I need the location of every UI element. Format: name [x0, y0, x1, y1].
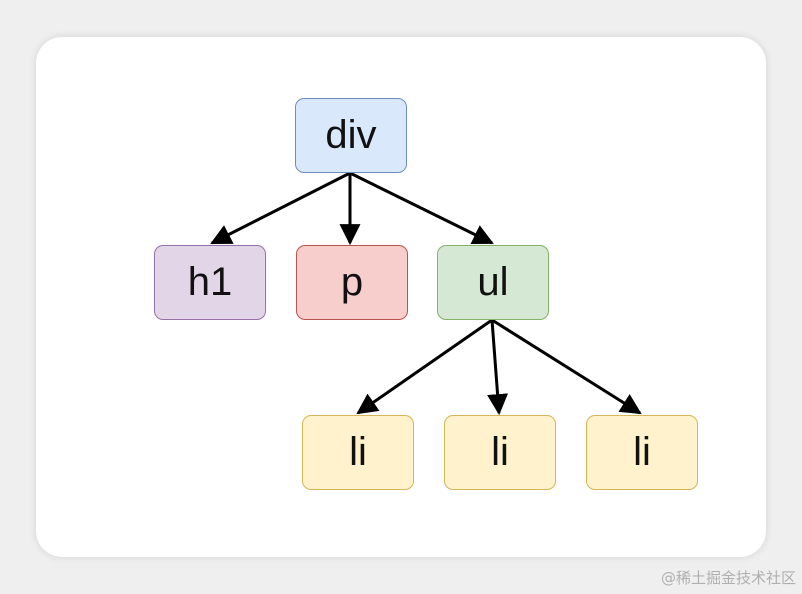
node-li-1-label: li	[349, 430, 367, 474]
watermark: @稀土掘金技术社区	[660, 569, 796, 587]
node-li-2: li	[444, 415, 556, 490]
node-h1-label: h1	[187, 260, 233, 304]
node-div: div	[295, 98, 407, 173]
node-li-1: li	[302, 415, 414, 490]
node-ul: ul	[437, 245, 549, 320]
node-p: p	[296, 245, 408, 320]
edge-ul-li3	[491, 318, 642, 415]
edge-ul-li1	[356, 318, 493, 415]
node-li-3-label: li	[633, 430, 651, 474]
node-ul-label: ul	[477, 260, 509, 304]
node-div-label: div	[325, 113, 377, 157]
edge-div-h1	[210, 171, 351, 245]
node-h1: h1	[154, 245, 266, 320]
edge-ul-li2	[487, 319, 509, 416]
edge-div-ul	[349, 171, 494, 245]
node-li-2-label: li	[491, 430, 509, 474]
node-p-label: p	[340, 260, 364, 304]
node-li-3: li	[586, 415, 698, 490]
